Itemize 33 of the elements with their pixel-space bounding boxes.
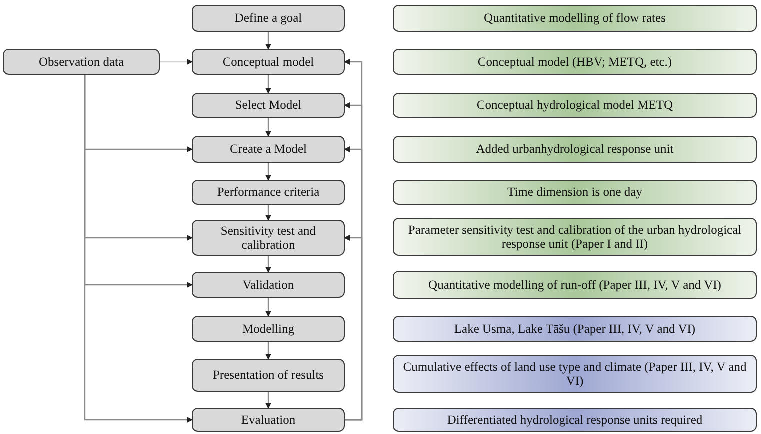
arrow — [266, 163, 272, 181]
arrow — [84, 75, 193, 423]
arrow — [266, 392, 272, 409]
description-box: Conceptual model (HBV; METQ, etc.) — [393, 49, 757, 75]
process-box: Presentation of results — [192, 359, 345, 392]
process-box: Performance criteria — [192, 180, 345, 205]
arrow — [160, 59, 193, 65]
description-box: Differentiated hydrological response units required — [393, 408, 757, 432]
process-box: Conceptual model — [192, 49, 345, 75]
arrow — [266, 32, 272, 50]
description-box: Cumulative effects of land use type and climate (Paper III, IV, V and VI) — [393, 355, 757, 393]
description-box: Time dimension is one day — [393, 180, 757, 205]
process-box: Sensitivity test and calibration — [192, 220, 345, 256]
process-box: Observation data — [3, 49, 160, 75]
process-box: Evaluation — [192, 408, 345, 432]
arrow — [266, 342, 272, 360]
description-box: Lake Usma, Lake Tāšu (Paper III, IV, V and VI) — [393, 316, 757, 342]
process-box: Create a Model — [192, 136, 345, 163]
arrow — [266, 256, 272, 273]
arrow — [266, 118, 272, 137]
description-box: Quantitative modelling of flow rates — [393, 5, 757, 32]
arrow — [344, 235, 363, 421]
arrow — [266, 298, 272, 317]
description-box: Parameter sensitivity test and calibration of the urban hydrological response unit (Paper I and II) — [393, 218, 757, 256]
process-box: Select Model — [192, 93, 345, 118]
process-box: Modelling — [192, 316, 345, 342]
process-box: Define a goal — [192, 5, 345, 32]
description-box: Conceptual hydrological model METQ — [393, 93, 757, 118]
process-box: Validation — [192, 272, 345, 298]
arrow — [266, 75, 272, 94]
arrow — [266, 205, 272, 221]
description-box: Quantitative modelling of run-off (Paper III, IV, V and VI) — [393, 271, 757, 299]
description-box: Added urbanhydrological response unit — [393, 136, 757, 163]
